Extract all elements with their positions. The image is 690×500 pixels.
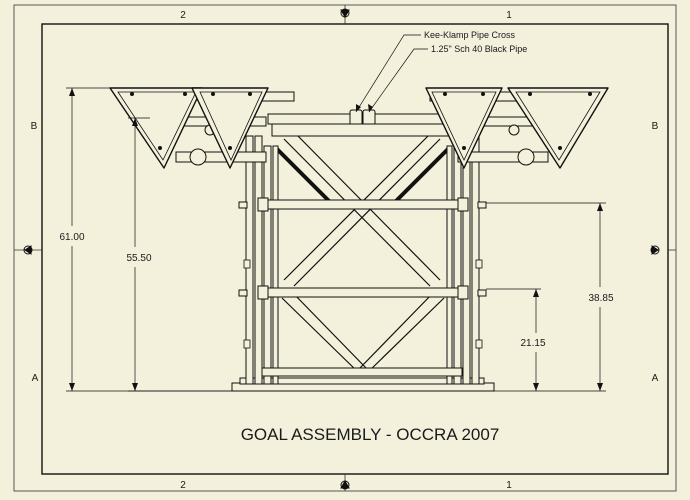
top-pipe bbox=[267, 109, 459, 137]
dimension-arrows bbox=[69, 88, 603, 391]
zone-label-bottom-2: 2 bbox=[180, 480, 186, 491]
center-mark-bottom bbox=[340, 479, 350, 490]
zone-label-right-b: B bbox=[652, 121, 659, 132]
gusset-right-outer bbox=[507, 87, 609, 169]
lower-rail bbox=[238, 285, 487, 300]
bottom-rail bbox=[261, 367, 463, 377]
gusset-right-inner bbox=[425, 87, 503, 169]
x-brace-lower bbox=[281, 291, 445, 375]
zone-label-bottom-1: 1 bbox=[506, 480, 512, 491]
callout-arrows bbox=[356, 104, 373, 112]
outer-border bbox=[13, 4, 677, 492]
callout-black-pipe: 1.25" Sch 40 Black Pipe bbox=[431, 44, 527, 54]
callout-pipe-cross: Kee-Klamp Pipe Cross bbox=[424, 30, 516, 40]
callout-leaders bbox=[355, 34, 428, 113]
dimension-frame-height: 55.50 bbox=[126, 253, 151, 264]
center-mark-right bbox=[650, 245, 660, 255]
zone-label-right-a: A bbox=[652, 373, 659, 384]
base-skid bbox=[239, 377, 485, 385]
inner-border bbox=[41, 23, 669, 475]
zone-label-left-a: A bbox=[32, 373, 39, 384]
upper-rail bbox=[238, 197, 487, 212]
x-brace-upper bbox=[274, 133, 451, 287]
gusset-left-outer bbox=[109, 87, 203, 169]
gusset-left-inner bbox=[191, 87, 269, 169]
goal-assembly bbox=[109, 87, 609, 392]
post-collars bbox=[243, 259, 483, 349]
zone-ticks bbox=[14, 5, 676, 491]
right-posts bbox=[446, 135, 480, 385]
center-mark-left bbox=[23, 245, 33, 255]
left-posts bbox=[245, 135, 279, 385]
zone-label-top-1: 1 bbox=[506, 10, 512, 21]
zone-label-left-b: B bbox=[31, 121, 38, 132]
center-mark-top bbox=[340, 8, 350, 19]
dimension-lower-bar-height: 21.15 bbox=[520, 338, 545, 349]
dimension-overall-height: 61.00 bbox=[59, 232, 84, 243]
zone-label-top-2: 2 bbox=[180, 10, 186, 21]
drawing-title: GOAL ASSEMBLY - OCCRA 2007 bbox=[241, 425, 500, 444]
dimension-upper-bar-height: 38.85 bbox=[588, 293, 613, 304]
